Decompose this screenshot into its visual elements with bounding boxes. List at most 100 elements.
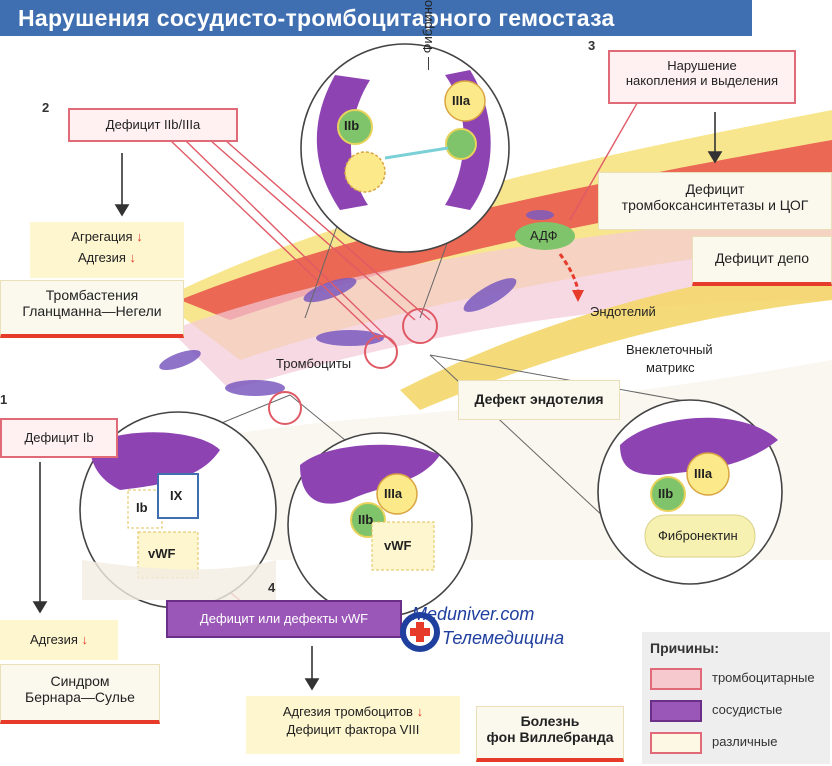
- fibronectin-shape: [644, 514, 756, 558]
- fibronectin-label: Фибронектин: [658, 528, 738, 543]
- depot-deficit-box: Дефицит депо: [692, 236, 832, 286]
- highlight-circle: [268, 391, 302, 425]
- watermark-line2: Телемедицина: [442, 628, 565, 648]
- storage-line2: накопления и выделения: [625, 73, 779, 88]
- willebrand-line1: Болезнь: [520, 713, 580, 729]
- endothelium-label: Эндотелий: [590, 304, 656, 319]
- bernard-soulier-box: Синдром Бернара—Сулье: [0, 664, 160, 724]
- highlight-circle: [364, 335, 398, 369]
- arrowhead: [707, 151, 723, 164]
- connector-line: [569, 97, 641, 221]
- receptor-iiia-top: [444, 80, 486, 122]
- ecm-label-2: матрикс: [646, 360, 695, 375]
- aggregation-adhesion-box: Агрегация ↓ Адгезия ↓: [30, 222, 184, 278]
- fibrinogen-bar: [384, 146, 449, 160]
- vwf-consequence-box: Адгезия тромбоцитов ↓ Дефицит фактора VI…: [246, 696, 460, 754]
- iib-label-mid: IIb: [358, 512, 374, 527]
- platelet-shape: [225, 380, 285, 396]
- iiia-label-right: IIIa: [694, 466, 713, 481]
- legend-label-platelet: тромбоцитарные: [712, 670, 815, 685]
- matrix-band-left: [82, 560, 276, 600]
- plt-adhesion-line: Адгезия тромбоцитов ↓: [246, 704, 460, 719]
- ligand-circle-top: [344, 151, 386, 193]
- platelet-shape: [316, 330, 384, 346]
- receptor-iib-top: [337, 109, 373, 145]
- platelets-label: Тромбоциты: [276, 356, 352, 371]
- receptor-iiia-mid: [376, 473, 418, 515]
- arrowhead: [32, 601, 48, 614]
- black-arrows: [32, 112, 723, 691]
- decrease-arrow: ↓: [136, 229, 143, 244]
- arrowhead: [304, 678, 320, 691]
- receptor-ib-box: [127, 489, 163, 529]
- page-title: Нарушения сосудисто-тромбоцитарного гемо…: [0, 0, 752, 36]
- grey-line: [429, 354, 691, 403]
- number-label: 3: [588, 38, 596, 53]
- connector-line: [224, 139, 431, 321]
- fibrinogen-label: — Фибриноген: [420, 0, 435, 70]
- ix-label: IX: [170, 488, 183, 503]
- adp-oval: [515, 222, 575, 250]
- storage-disorder-box: Нарушение накопления и выделения: [608, 50, 796, 104]
- legend-title: Причины:: [650, 640, 720, 656]
- connector-line: [184, 139, 396, 346]
- ligand-green-top: [445, 128, 477, 160]
- adp-label: АДФ: [530, 228, 558, 243]
- glanzmann-line2: Гланцманна—Негели: [22, 303, 162, 319]
- platelet-shape: [303, 277, 357, 303]
- f8-line: Дефицит фактора VIII: [286, 722, 420, 737]
- bernard-line2: Бернара—Сулье: [25, 689, 135, 705]
- adp-arrow: [558, 253, 580, 291]
- thromboxane-line1: Дефицит: [685, 181, 745, 197]
- ecm-label-1: Внеклеточный: [626, 342, 713, 357]
- storage-line1: Нарушение: [667, 58, 737, 73]
- platelet-membrane: [300, 444, 440, 504]
- iiia-label-mid: IIIa: [384, 486, 403, 501]
- vwf-label-mid: vWF: [384, 538, 412, 553]
- decrease-arrow: ↓: [129, 250, 137, 265]
- watermark: Meduniver.com Телемедицина: [398, 604, 608, 656]
- legend-label-vascular: сосудистые: [712, 702, 783, 717]
- thromboxane-deficit-box: Дефицит тромбоксансинтетазы и ЦОГ: [598, 172, 832, 230]
- connector-line: [209, 139, 416, 321]
- number-label: 1: [0, 392, 8, 407]
- ib-deficit-box: Дефицит Ib: [0, 418, 118, 458]
- vwf-label-left: vWF: [148, 546, 176, 561]
- platelet-membrane: [316, 75, 370, 210]
- platelet-shape: [159, 350, 201, 370]
- adp-arrowhead: [572, 290, 584, 302]
- receptor-iib-right: [650, 476, 686, 512]
- platelet-shape: [526, 210, 554, 220]
- aggregation-label: Агрегация: [71, 229, 133, 244]
- vwf-box-mid: [371, 521, 435, 571]
- vwf-deficit-box: Дефицит или дефекты vWF: [166, 600, 402, 638]
- legend: Причины: тромбоцитарные сосудистые разли…: [642, 632, 830, 764]
- legend-label-various: различные: [712, 734, 778, 749]
- willebrand-box: Болезнь фон Виллебранда: [476, 706, 624, 762]
- legend-swatch-various: [650, 732, 702, 754]
- number-label: 2: [42, 100, 50, 115]
- aggregation-line: Агрегация ↓: [30, 229, 184, 244]
- decrease-arrow: ↓: [416, 704, 424, 719]
- endothelium-band: [400, 260, 832, 410]
- adhesion-box-2: Адгезия ↓: [0, 620, 118, 660]
- connector-lines: [79, 97, 641, 608]
- legend-swatch-vascular: [650, 700, 702, 722]
- adhesion-label: Адгезия: [77, 250, 126, 265]
- glanzmann-line1: Тромбастения: [45, 287, 139, 303]
- adhesion2-label: Адгезия: [29, 632, 78, 647]
- number-label: 4: [268, 580, 276, 595]
- thromboxane-line2: тромбоксансинтетазы и ЦОГ: [621, 197, 809, 213]
- platelet-membrane: [620, 417, 778, 475]
- legend-swatch-platelet: [650, 668, 702, 690]
- receptor-iiia-right: [686, 452, 730, 496]
- plt-adhesion-label: Адгезия тромбоцитов: [282, 704, 413, 719]
- platelet-shape: [463, 278, 517, 312]
- connector-line: [169, 139, 381, 341]
- ib-label: Ib: [136, 500, 148, 515]
- watermark-line1: Meduniver.com: [412, 604, 535, 624]
- platelet-shapes: [159, 210, 554, 396]
- endothelium-defect-box: Дефект эндотелия: [458, 380, 620, 420]
- arrowhead: [114, 204, 130, 217]
